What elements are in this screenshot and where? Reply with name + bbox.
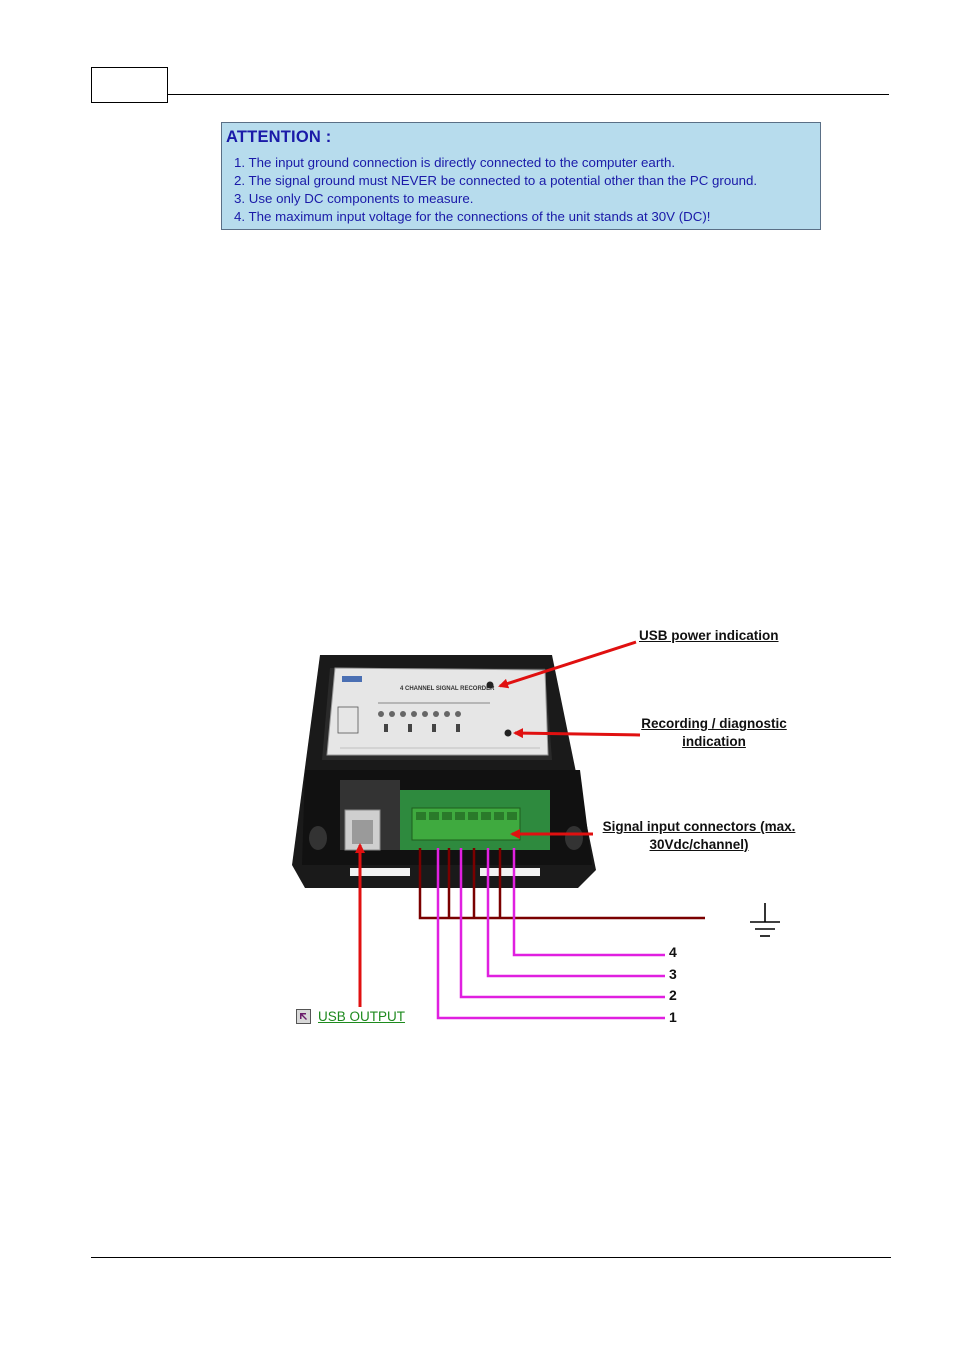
device-title: 4 CHANNEL SIGNAL RECORDER [400,686,495,692]
link-arrow-icon [296,1009,311,1024]
signal-recorder-device: 4 CHANNEL SIGNAL RECORDER [292,655,596,888]
attention-title: ATTENTION : [226,128,332,146]
wire-channel-2 [459,848,665,999]
recording-led [504,729,512,737]
label-recording-line2: indication [682,734,746,749]
attention-item: 2. The signal ground must NEVER be conne… [234,173,758,188]
arrow-recording [513,728,641,739]
label-signal-line1: Signal input connectors (max. [602,819,796,834]
ground-wire [418,848,705,920]
attention-item: 1. The input ground connection is direct… [234,155,676,170]
page-number-box [91,67,168,103]
label-signal-line2: 30Vdc/channel) [649,837,749,852]
usb-power-led [486,681,494,689]
label-recording-line1: Recording / diagnostic [641,716,787,731]
attention-list: 1. The input ground connection is direct… [234,154,757,226]
attention-box: ATTENTION : 1. The input ground connecti… [221,122,821,230]
channel-number: 2 [669,987,677,1003]
wire-channel-4 [512,848,665,957]
label-usb-power: USB power indication [639,628,779,643]
attention-item: 4. The maximum input voltage for the con… [234,209,711,224]
usb-output-label[interactable]: USB OUTPUT [318,1009,406,1024]
header-rule [168,94,889,95]
channel-number: 3 [669,966,677,982]
channel-number: 4 [669,944,677,960]
ground-icon [750,903,780,937]
attention-item: 3. Use only DC components to measure. [234,191,474,206]
arrow-usb-power [498,640,637,689]
footer-rule [91,1257,891,1258]
wire-channel-3 [486,848,665,978]
channel-number: 1 [669,1009,677,1025]
wire-channel-1 [436,848,665,1020]
usb-output-link[interactable]: USB OUTPUT [296,1009,405,1024]
